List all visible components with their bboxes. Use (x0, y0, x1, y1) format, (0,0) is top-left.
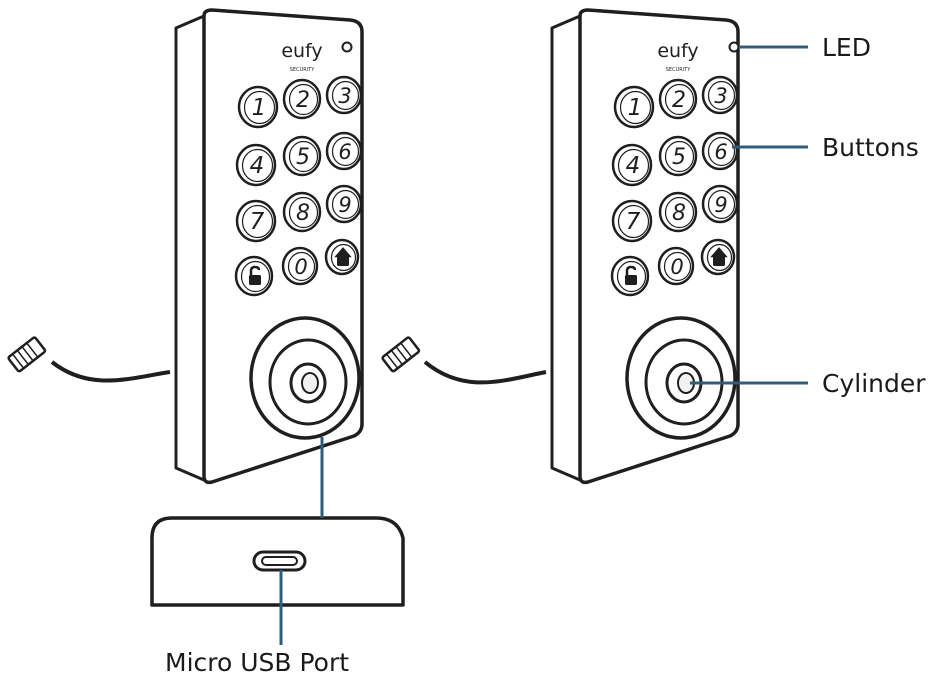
left-key-label-3: 3 (338, 84, 351, 108)
right-led-indicator (728, 41, 740, 53)
right-keypad: 1 2 3 4 5 6 7 8 9 0 (610, 75, 739, 297)
left-key-inner-1 (288, 83, 319, 116)
right-key-inner-4 (664, 140, 695, 173)
left-key-label-8: 8 (296, 201, 310, 226)
left-key-label-0: 0 (294, 255, 307, 279)
right-key-inner-8 (707, 189, 736, 220)
left-cable (50, 360, 171, 383)
right-key-inner-3 (617, 148, 650, 183)
right-key-label-4: 4 (626, 153, 641, 179)
led-label: LED (822, 33, 871, 62)
left-key-label-2: 2 (296, 88, 310, 113)
left-key-inner-6 (241, 204, 274, 239)
left-key-inner-0 (243, 90, 276, 125)
left-key-label-6: 6 (338, 140, 351, 164)
right-key-label-1: 1 (628, 95, 643, 121)
right-keypad-device (381, 8, 740, 485)
left-key-inner-10 (287, 251, 316, 282)
right-key-inner-10 (663, 251, 692, 282)
right-key-inner-7 (664, 196, 695, 229)
left-key-inner-7 (288, 196, 319, 229)
left-key-unlock-icon (249, 265, 261, 285)
right-key-lock-icon (710, 247, 728, 266)
left-key-inner-3 (241, 148, 274, 183)
right-cable-connector (381, 336, 421, 373)
right-key-inner-9 (616, 260, 647, 293)
left-key-inner-4 (288, 140, 319, 173)
right-key-label-9: 9 (714, 193, 727, 217)
left-key-inner-5 (331, 136, 360, 167)
left-key-label-7: 7 (250, 209, 265, 235)
right-key-label-3: 3 (714, 84, 727, 108)
left-key-inner-9 (240, 260, 271, 293)
left-key-label-1: 1 (252, 95, 267, 121)
right-key-label-0: 0 (670, 255, 683, 279)
left-key-label-9: 9 (338, 193, 351, 217)
right-device-side (550, 14, 582, 482)
right-key-inner-2 (707, 80, 736, 111)
left-logo-subtext: SECURITY (290, 67, 315, 73)
right-key-label-5: 5 (672, 145, 686, 170)
left-keypad: 1 2 3 4 5 6 7 8 9 0 (234, 75, 363, 297)
right-key-label-8: 8 (672, 201, 686, 226)
left-key-label-4: 4 (250, 153, 265, 179)
left-key-inner-8 (331, 189, 360, 220)
left-device-side (174, 14, 206, 482)
left-key-inner-11 (330, 243, 357, 272)
right-logo-text: eufy (657, 40, 698, 62)
right-key-inner-0 (619, 90, 652, 125)
micro-usb-port-label: Micro USB Port (165, 648, 350, 677)
left-led-indicator (341, 41, 353, 53)
right-cable (423, 360, 547, 385)
buttons-label: Buttons (822, 133, 919, 162)
usb-port-base (150, 516, 405, 607)
right-key-inner-1 (664, 83, 695, 116)
right-key-label-6: 6 (714, 140, 727, 164)
right-key-label-2: 2 (672, 88, 686, 113)
right-key-inner-6 (617, 204, 650, 239)
cylinder-label: Cylinder (822, 369, 926, 398)
left-cable-connector (7, 336, 47, 373)
left-key-lock-icon (334, 247, 352, 266)
right-key-label-7: 7 (626, 209, 641, 235)
right-key-inner-11 (706, 243, 733, 272)
left-logo-text: eufy (281, 40, 322, 62)
left-keypad-device (7, 8, 364, 485)
left-key-inner-2 (331, 80, 360, 111)
left-key-label-5: 5 (296, 145, 310, 170)
right-key-unlock-icon (625, 265, 637, 285)
right-key-inner-5 (707, 136, 736, 167)
right-logo-subtext: SECURITY (666, 67, 691, 73)
